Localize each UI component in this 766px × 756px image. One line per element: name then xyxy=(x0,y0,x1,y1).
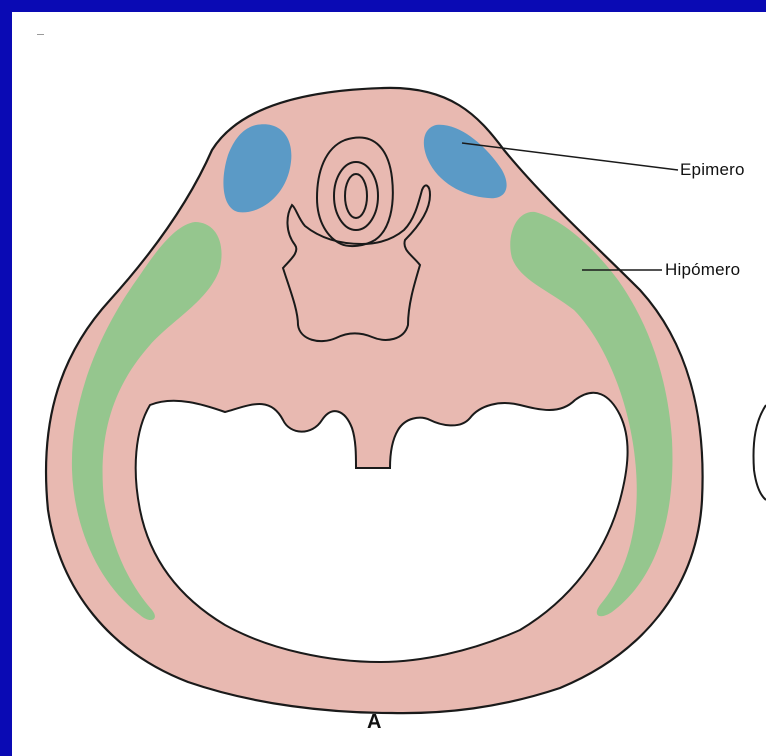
label-epimero: Epimero xyxy=(680,160,745,180)
label-hipomero: Hipómero xyxy=(665,260,740,280)
panel-label-a: A xyxy=(367,711,382,734)
partial-figure-right-edge xyxy=(754,405,766,500)
